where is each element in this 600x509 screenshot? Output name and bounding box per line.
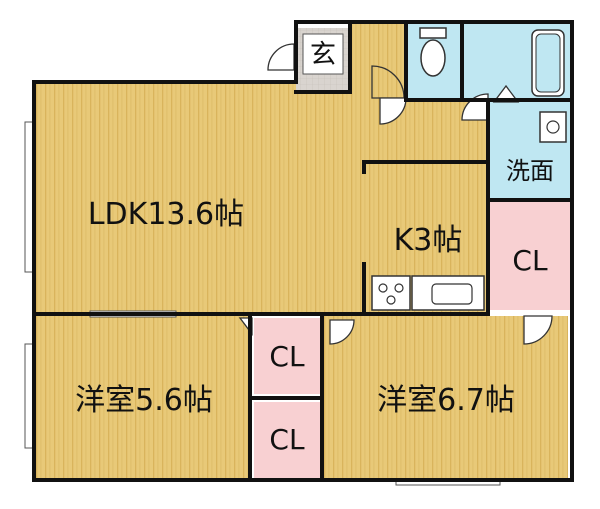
floors [34,24,570,480]
toilet-icon [419,27,447,77]
entrance-label: 玄 [310,40,336,70]
door-closet-main [523,315,553,345]
closet-main-floor [490,202,570,310]
walls [32,20,574,482]
western-left-label: 洋室5.6帖 [75,383,213,418]
western-right-label: 洋室6.7帖 [377,383,515,418]
ldk-label: LDK13.6帖 [88,197,244,232]
window-western-left [24,343,34,449]
western-left-floor [34,316,250,480]
bathtub-icon [531,29,565,97]
kitchen-counter-wall [362,160,490,316]
closet-upper-label: CL [269,340,305,373]
sink-icon [539,111,567,143]
door-western-right [329,319,355,345]
door-entrance-outer [267,43,295,71]
window-ldk-left [24,121,34,273]
bedroom-divider [32,312,490,482]
wet-area-wall [404,22,574,102]
stove-icon [371,275,411,311]
closet-lower-label: CL [269,423,305,456]
closet-lower-floor [254,402,320,478]
washroom-wall [486,98,574,314]
washroom-label: 洗面 [506,157,554,185]
entrance-label-box [302,33,344,75]
room-labels: 玄 LDK13.6帖 K3帖 洗面 CL CL CL 洋室5.6帖 洋室6.7帖 [75,33,554,456]
fixtures [371,27,567,311]
kitchen-label: K3帖 [394,223,463,258]
kitchen-sink-icon [411,275,485,311]
entrance-wall [294,22,352,94]
door-hall [371,65,405,99]
closet-main-label: CL [512,244,548,277]
outer-wall [32,20,574,482]
closet-upper-floor [254,318,320,394]
